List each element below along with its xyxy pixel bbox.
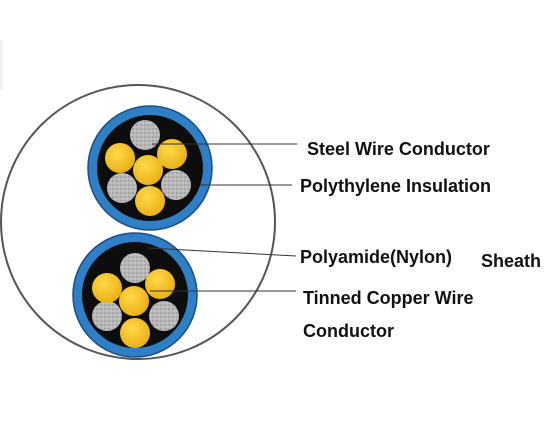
label-steel-wire-conductor: Steel Wire Conductor (307, 139, 490, 159)
label-polyamide-nylon: Polyamide(Nylon) (300, 247, 453, 267)
lower-conductor (72, 232, 198, 358)
upper-copper-strand (133, 155, 163, 185)
lower-copper-strand (92, 273, 122, 303)
upper-copper-strand (157, 139, 187, 169)
upper-steel-strand (107, 173, 137, 203)
upper-steel-strand (130, 120, 160, 150)
upper-copper-strand (105, 143, 135, 173)
leader-line-sheath (147, 247, 297, 257)
lower-steel-strand (92, 301, 122, 331)
label-tinned-copper-wire: Tinned Copper Wire (303, 288, 474, 308)
label-conductor: Conductor (303, 321, 394, 341)
label-sheath: Sheath (481, 251, 542, 271)
upper-steel-strand (161, 170, 191, 200)
upper-copper-strand (135, 186, 165, 216)
lower-copper-strand (145, 269, 175, 299)
lower-copper-strand (120, 318, 150, 348)
lower-copper-strand (119, 286, 149, 316)
upper-conductor (87, 105, 213, 231)
lower-steel-strand (149, 301, 179, 331)
left-edge-artifact (0, 40, 3, 90)
lower-steel-strand (120, 253, 150, 283)
label-polyethylene-insulation: Polythylene Insulation (300, 176, 492, 196)
